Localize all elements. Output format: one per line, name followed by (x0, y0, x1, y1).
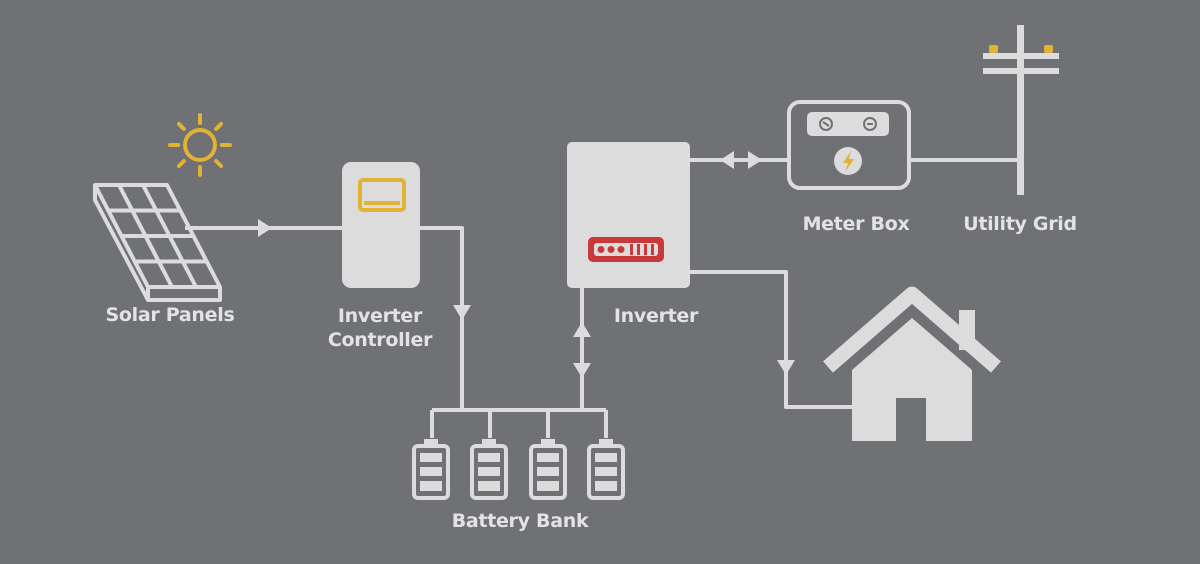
label-inverter-text: Inverter (613, 305, 699, 327)
arrow-left-meter (720, 151, 734, 169)
label-battery-bank: Battery Bank (430, 509, 610, 533)
wire-inverter-to-house (690, 270, 852, 409)
label-meter-box: Meter Box (776, 212, 936, 236)
wire-bus-drops (430, 410, 608, 438)
arrow-right-panels (258, 219, 272, 237)
utility-pole-icon (983, 25, 1059, 195)
battery-icon (529, 439, 567, 500)
battery-icon (470, 439, 508, 500)
battery-icon (587, 439, 625, 500)
label-solar-panels-text: Solar Panels (105, 304, 235, 326)
sun-icon (168, 113, 232, 177)
label-inverter-controller-line1: Inverter (337, 305, 423, 327)
arrow-right-meter (748, 151, 762, 169)
battery-icon (412, 439, 450, 500)
label-inverter-controller: Inverter Controller (300, 304, 460, 352)
battery-bank-icons (412, 439, 625, 500)
wires (185, 158, 1020, 438)
arrow-up-battery (573, 322, 591, 337)
label-inverter: Inverter (576, 304, 736, 328)
arrow-down-battery (573, 363, 591, 378)
wire-controller-to-batteries (420, 226, 464, 410)
house-icon (823, 286, 1001, 441)
arrow-down-controller (453, 305, 471, 320)
label-battery-bank-text: Battery Bank (451, 510, 589, 532)
controller-icon (342, 162, 420, 288)
arrow-down-house (777, 360, 795, 375)
solar-panel-icon (93, 183, 222, 302)
flow-arrows (258, 151, 795, 378)
label-inverter-controller-line2: Controller (327, 329, 433, 351)
meter-box-icon (787, 100, 911, 190)
inverter-icon (567, 142, 690, 288)
label-meter-box-text: Meter Box (802, 213, 910, 235)
label-solar-panels: Solar Panels (90, 303, 250, 327)
label-utility-grid: Utility Grid (940, 212, 1100, 236)
label-utility-grid-text: Utility Grid (963, 213, 1077, 235)
